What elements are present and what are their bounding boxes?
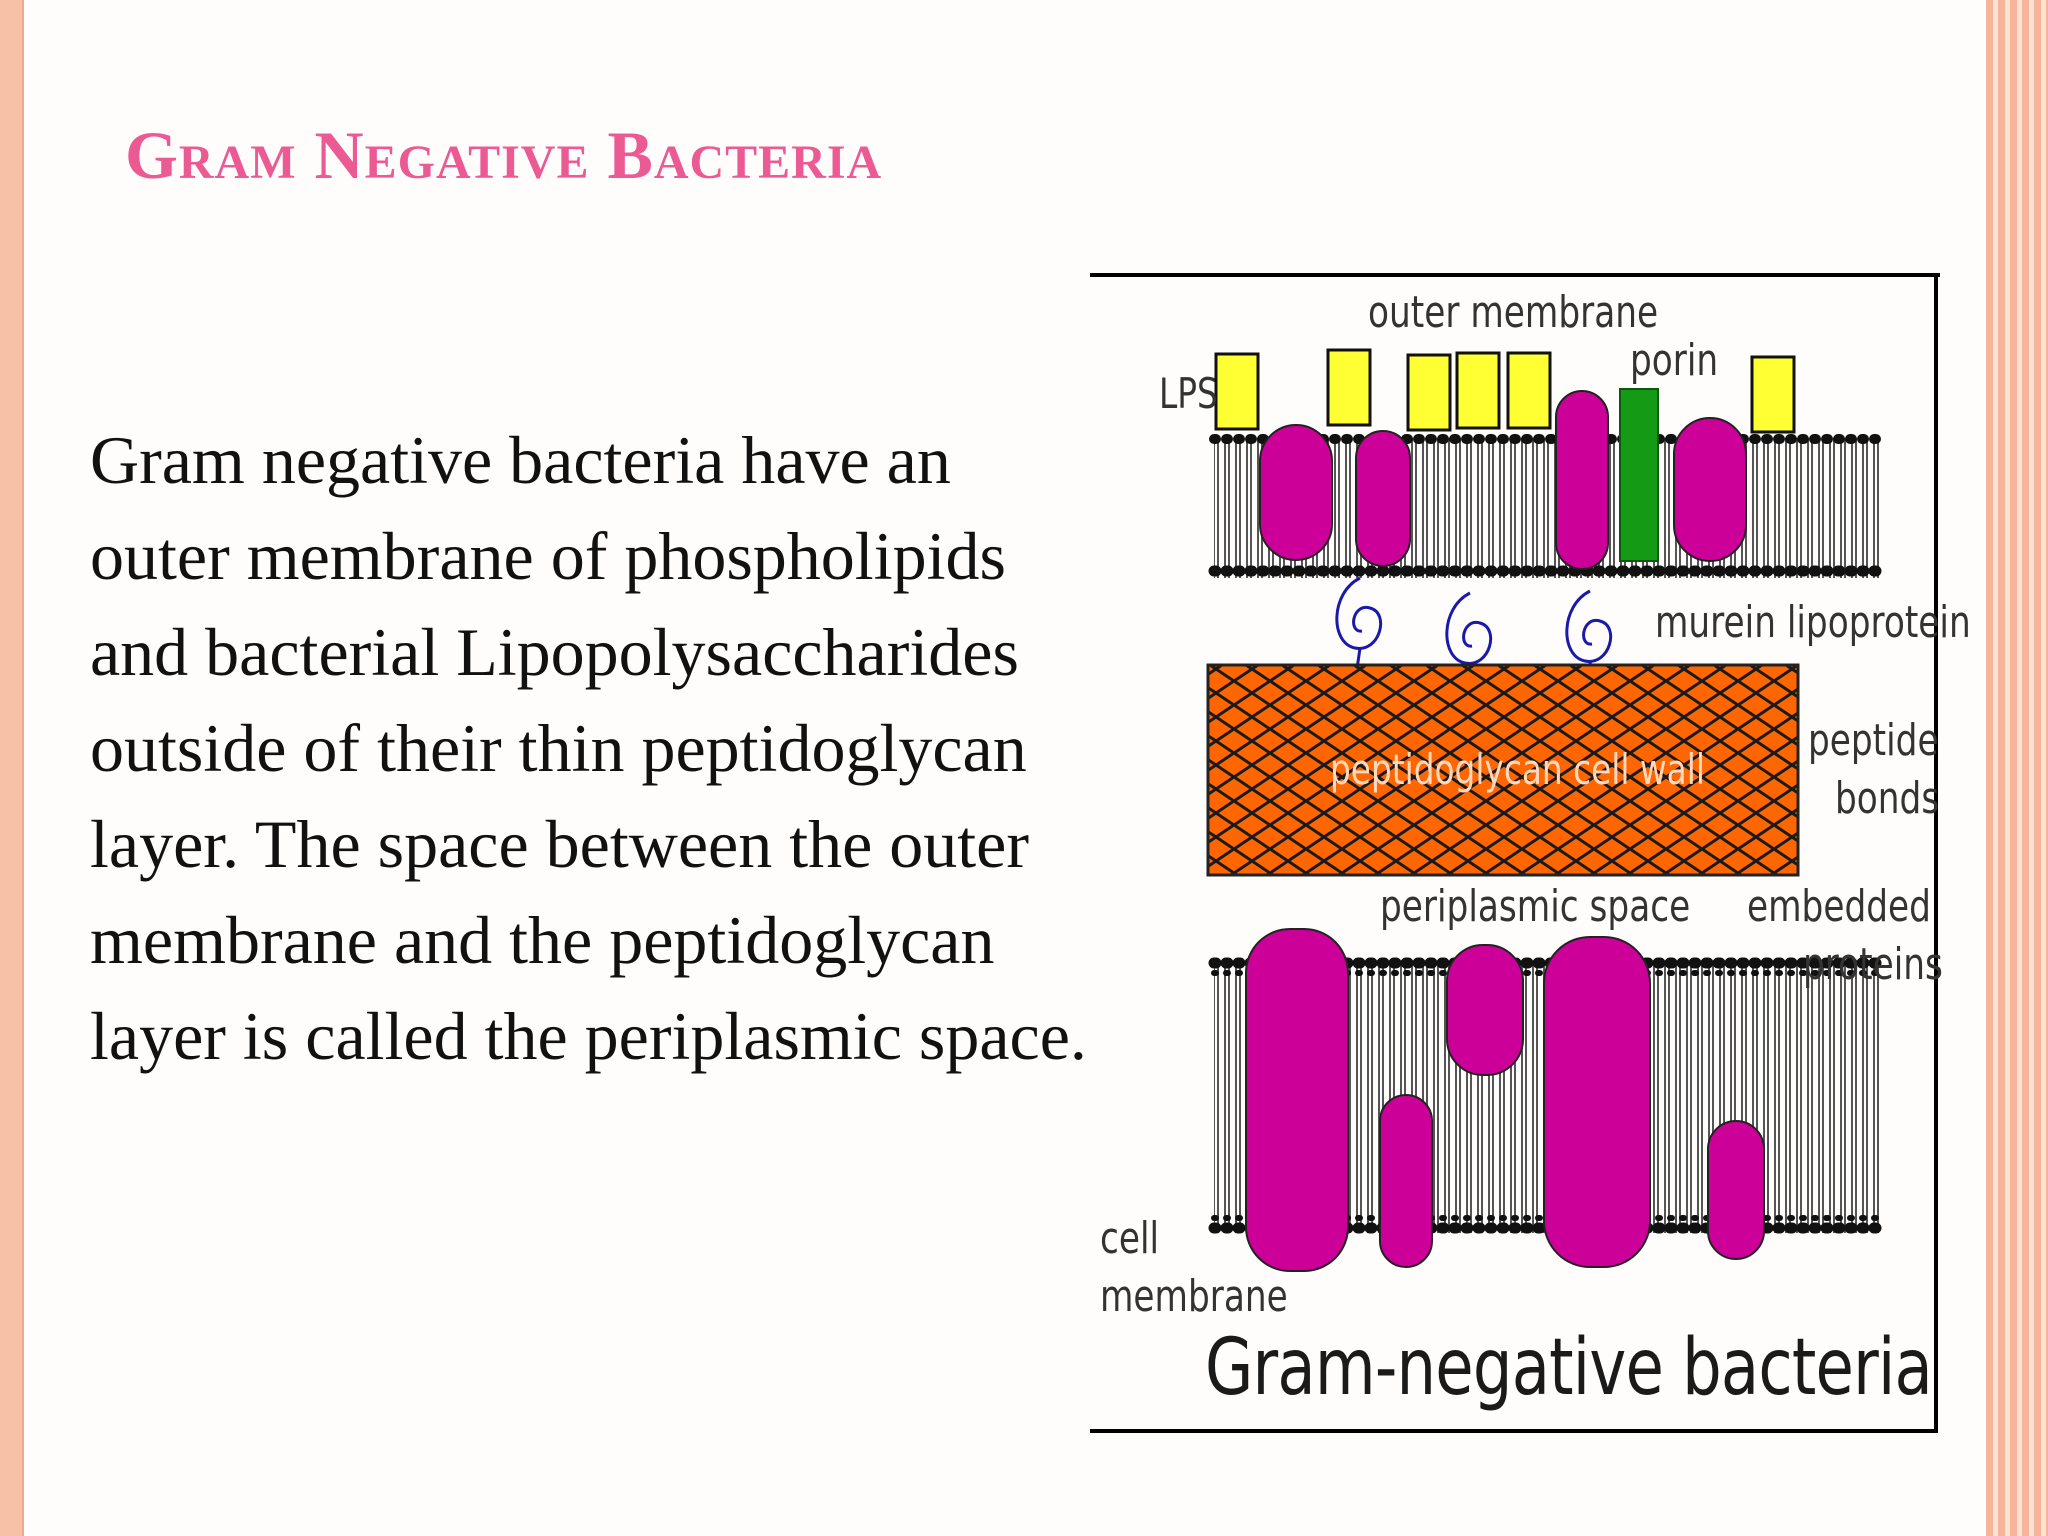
gram-negative-diagram: outer membrane porin LPS murein lipoprot… — [1090, 273, 1971, 1433]
lps-molecules — [1214, 348, 1796, 434]
diagram-caption: Gram-negative bacteria — [1205, 1323, 1933, 1413]
label-peptide: peptide — [1808, 715, 1939, 766]
label-cell: cell — [1100, 1213, 1160, 1264]
right-border-decoration — [1986, 0, 2048, 1536]
label-bonds: bonds — [1835, 773, 1940, 824]
label-membrane: membrane — [1100, 1271, 1288, 1322]
left-border-decoration — [0, 0, 24, 1536]
outer-membrane-proteins — [1259, 390, 1747, 570]
label-outer-membrane: outer membrane — [1368, 287, 1659, 338]
embedded-proteins — [1245, 928, 1765, 1272]
porin-channel — [1619, 388, 1659, 562]
label-peptidoglycan-cell-wall: peptidoglycan cell wall — [1330, 745, 1705, 794]
peptidoglycan-cell-wall — [1206, 663, 1800, 877]
label-porin: porin — [1630, 335, 1719, 386]
figure-frame — [1090, 273, 1940, 1433]
label-lps: LPS — [1159, 369, 1218, 418]
label-embedded: embedded — [1747, 881, 1931, 932]
diagram-drawing — [1090, 273, 1940, 1433]
slide-body-text: Gram negative bacteria have an outer mem… — [90, 422, 1087, 1074]
slide-title: Gram Negative Bacteria — [125, 117, 883, 193]
label-murein-lipoprotein: murein lipoprotein — [1655, 597, 1971, 648]
label-proteins: proteins — [1803, 939, 1943, 990]
label-periplasmic-space: periplasmic space — [1380, 881, 1691, 932]
